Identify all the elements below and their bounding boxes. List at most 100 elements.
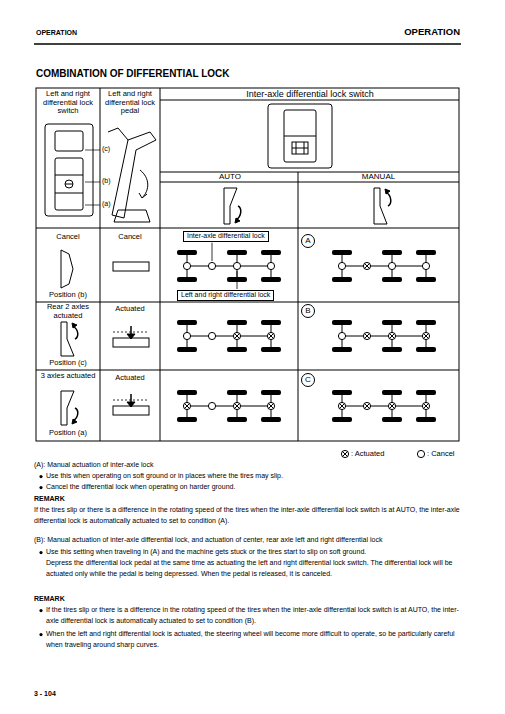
inter-axle-rocker	[284, 110, 316, 162]
axle-differential-cross	[390, 404, 395, 409]
callout-box: Inter-axle differential lock	[183, 231, 269, 242]
table-cell: Cancel	[37, 233, 99, 242]
switch-position-icon	[61, 391, 74, 425]
inter-axle-differential	[363, 262, 370, 269]
table-line	[298, 172, 299, 441]
node-text: Left and right differential lock	[181, 291, 270, 298]
wheel	[416, 390, 436, 395]
axle-differential-cross	[269, 404, 274, 409]
pedal-link	[108, 128, 128, 140]
wheel	[382, 347, 402, 352]
table-line	[160, 100, 459, 101]
node-text: Inter-axle differential lock	[187, 232, 265, 239]
wheel	[416, 250, 436, 255]
axle-icon	[292, 148, 308, 149]
leader-line	[212, 243, 213, 261]
manual-switch-icon-arrow	[385, 189, 390, 194]
wheel	[332, 250, 352, 255]
wheel	[227, 417, 247, 422]
inter-axle-differential	[363, 332, 370, 339]
bullet-text: Use this setting when traveling in (A) a…	[46, 547, 464, 558]
body-heading: (B): Manual actuation of inter-axle diff…	[34, 535, 464, 546]
switch-position-icon	[61, 250, 73, 288]
pedal-pad	[114, 210, 150, 222]
bullet-text: Cancel the differential lock when operat…	[46, 482, 464, 493]
inter-axle-differential-cross	[365, 334, 370, 339]
axle-differential	[422, 262, 429, 269]
axle-differential-cross	[424, 334, 429, 339]
page-number: 3 - 104	[34, 690, 114, 698]
remark-heading: REMARK	[34, 594, 134, 605]
wheel	[227, 347, 247, 352]
wheel	[261, 390, 281, 395]
table-cell: Position (b)	[37, 291, 99, 300]
wheel	[382, 390, 402, 395]
wheel	[416, 320, 436, 325]
wheel	[382, 417, 402, 422]
axle-differential-cross	[424, 404, 429, 409]
press-arrow-head	[127, 402, 135, 407]
axle-differential	[422, 402, 429, 409]
table-cell: Position (c)	[37, 359, 99, 368]
header-label: OPERATION	[404, 26, 460, 37]
bullet-dot	[39, 633, 42, 636]
wheel	[177, 390, 197, 395]
axle-differential-cross	[185, 404, 190, 409]
lock-symbol	[65, 184, 73, 185]
inter-axle-differential-cross	[365, 264, 370, 269]
mode-label: AUTO	[162, 173, 298, 182]
axle-differential	[233, 332, 240, 339]
drive-shaft	[187, 266, 271, 267]
leader-line	[85, 182, 100, 183]
manual-switch-icon-arrow	[386, 192, 391, 206]
header-rule	[34, 43, 461, 45]
inter-axle-differential	[208, 262, 215, 269]
legend-cancel-symbol	[417, 450, 424, 457]
table-cell: Position (a)	[37, 429, 99, 438]
table-line	[160, 88, 161, 441]
axle-differential-cross	[269, 334, 274, 339]
axle-differential	[388, 332, 395, 339]
bullet-text: When the left and right differential loc…	[46, 629, 464, 651]
switch-panel	[268, 104, 332, 168]
auto-switch-icon-arrow	[235, 218, 240, 223]
position-callout: (c)	[102, 145, 124, 153]
axle-differential	[338, 402, 345, 409]
legend-text: : Cancel	[427, 449, 455, 459]
wheel	[261, 277, 281, 282]
switch-position-icon-arrow	[72, 419, 77, 424]
axle-differential	[267, 402, 274, 409]
wheel	[416, 417, 436, 422]
wheel	[332, 347, 352, 352]
pedal-icon	[113, 262, 149, 271]
bullet-dot	[39, 609, 42, 612]
axle-differential	[338, 332, 345, 339]
pedal-arrow	[140, 170, 148, 198]
table-header: Inter-axle differential lock switch	[162, 89, 458, 99]
leader-line	[237, 271, 238, 289]
inter-axle-differential-cross	[365, 264, 370, 269]
wheel	[261, 250, 281, 255]
wheel	[332, 417, 352, 422]
table-line	[100, 88, 101, 441]
bullet-text: Depress the differential lock pedal at t…	[46, 558, 464, 580]
table-cell: Cancel	[101, 233, 159, 242]
axle-differential	[388, 402, 395, 409]
wheel	[332, 390, 352, 395]
diff-lock-rocker	[55, 158, 83, 210]
node-text: B	[305, 307, 310, 315]
drive-shaft	[342, 406, 426, 407]
table-line	[36, 228, 459, 229]
wheel	[416, 347, 436, 352]
callout-box: Left and right differential lock	[177, 290, 274, 301]
rocker-division	[55, 193, 83, 194]
wheel	[261, 320, 281, 325]
axle-differential-cross	[235, 334, 240, 339]
wheel	[177, 250, 197, 255]
axle-differential	[183, 332, 190, 339]
axle-differential	[233, 402, 240, 409]
axle-differential	[422, 332, 429, 339]
axle-differential	[183, 402, 190, 409]
axle-differential	[388, 262, 395, 269]
